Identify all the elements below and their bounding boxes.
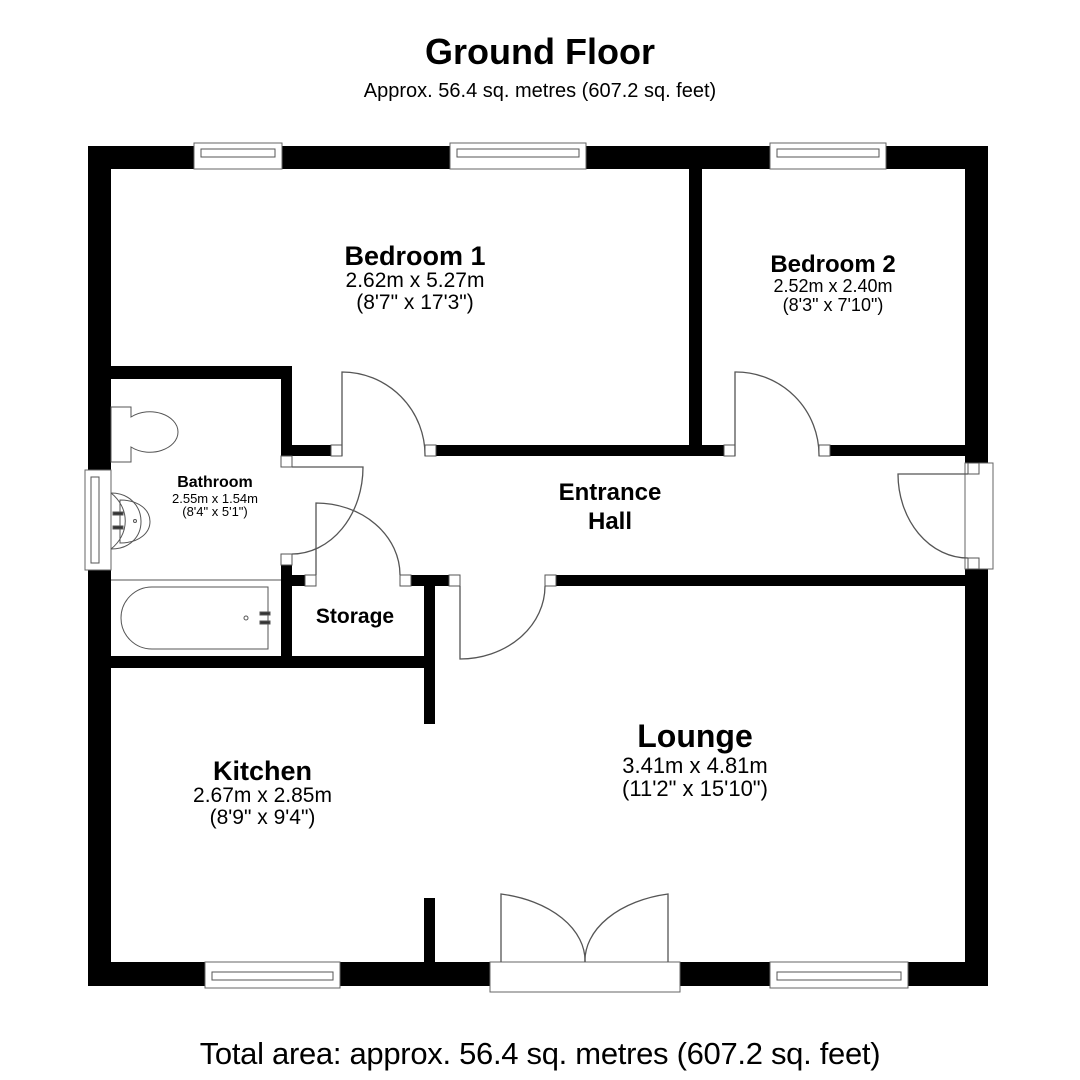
- room-name: Bedroom 2: [770, 251, 896, 278]
- toilet-icon: [110, 406, 179, 463]
- floor-area-subtitle: Approx. 56.4 sq. metres (607.2 sq. feet): [363, 80, 717, 102]
- room-label-lounge: Lounge 3.41m x 4.81m (11'2" x 15'10"): [580, 718, 810, 801]
- floor-title: Ground Floor: [425, 31, 655, 72]
- door-swings: [291, 371, 969, 963]
- bath-icon: [111, 579, 281, 650]
- room-dimensions-metric: 2.67m x 2.85m: [193, 784, 332, 808]
- room-label-bedroom-2: Bedroom 2 2.52m x 2.40m (8'3" x 7'10"): [733, 252, 933, 315]
- room-dimensions-imperial: (8'9" x 9'4"): [209, 806, 316, 830]
- room-dimensions-imperial: (8'7" x 17'3"): [356, 291, 474, 315]
- room-dimensions-metric: 3.41m x 4.81m: [622, 752, 768, 778]
- basin-icon: [110, 492, 151, 550]
- door-jambs: [280, 444, 980, 587]
- room-dimensions-metric: 2.55m x 1.54m: [172, 490, 258, 506]
- window-glazing: [90, 148, 902, 981]
- openings: [84, 142, 994, 993]
- room-label-bathroom: Bathroom 2.55m x 1.54m (8'4" x 5'1"): [155, 474, 275, 520]
- room-name: Kitchen: [212, 756, 312, 786]
- room-dimensions-metric: 2.52m x 2.40m: [773, 276, 893, 297]
- room-label-storage: Storage: [300, 605, 410, 628]
- room-name: Bedroom 1: [344, 241, 486, 271]
- room-dimensions-metric: 2.62m x 5.27m: [345, 269, 485, 293]
- room-label-entrance-hall: Entrance Hall: [530, 478, 690, 536]
- room-name: Storage: [315, 605, 395, 628]
- room-name-line-1: Entrance: [558, 479, 662, 506]
- room-name-line-2: Hall: [587, 508, 632, 535]
- room-label-bedroom-1: Bedroom 1 2.62m x 5.27m (8'7" x 17'3"): [300, 242, 530, 314]
- room-name: Bathroom: [177, 474, 253, 491]
- room-name: Lounge: [637, 718, 753, 754]
- room-dimensions-imperial: (8'3" x 7'10"): [782, 295, 884, 316]
- total-area-footer: Total area: approx. 56.4 sq. metres (607…: [199, 1036, 881, 1071]
- room-dimensions-imperial: (8'4" x 5'1"): [182, 504, 248, 520]
- room-label-kitchen: Kitchen 2.67m x 2.85m (8'9" x 9'4"): [155, 757, 370, 829]
- room-dimensions-imperial: (11'2" x 15'10"): [622, 775, 768, 801]
